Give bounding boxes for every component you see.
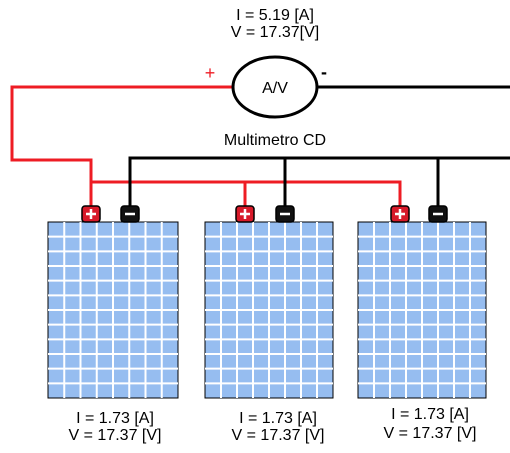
- solar-panel-1: [47, 221, 179, 399]
- multimeter-circle: [231, 55, 319, 119]
- panel-grid: [48, 222, 178, 398]
- multimeter-caption: Multimetro CD: [223, 132, 327, 149]
- minus-terminal-icon: [428, 205, 448, 223]
- panel-2-voltage: V = 17.37 [V]: [231, 427, 325, 444]
- negative-bus-wire: [128, 156, 510, 210]
- panel-2-current: I = 1.73 [A]: [239, 410, 317, 427]
- solar-panel-2: [204, 221, 334, 399]
- panel-1-voltage: V = 17.37 [V]: [68, 427, 162, 444]
- positive-bus-wire: [91, 180, 402, 210]
- multimeter-current: I = 5.19 [A]: [236, 7, 314, 24]
- panel-3-voltage: V = 17.37 [V]: [383, 425, 477, 442]
- panel-grid: [205, 222, 333, 398]
- multimeter-plus-sign: +: [205, 63, 216, 83]
- plus-terminal-icon: [235, 205, 255, 223]
- solar-panel-3: [357, 221, 487, 399]
- plus-terminal-icon: [81, 205, 101, 223]
- positive-main-wire: [10, 85, 232, 210]
- plus-terminal-icon: [390, 205, 410, 223]
- panel-3-current: I = 1.73 [A]: [391, 406, 469, 423]
- multimeter-symbol: A/V: [262, 80, 288, 97]
- panel-1-current: I = 1.73 [A]: [76, 410, 154, 427]
- multimeter-voltage: V = 17.37[V]: [230, 24, 320, 41]
- panel-grid: [358, 222, 486, 398]
- minus-terminal-icon: [275, 205, 295, 223]
- multimeter-minus-sign: -: [321, 62, 327, 82]
- minus-terminal-icon: [120, 205, 140, 223]
